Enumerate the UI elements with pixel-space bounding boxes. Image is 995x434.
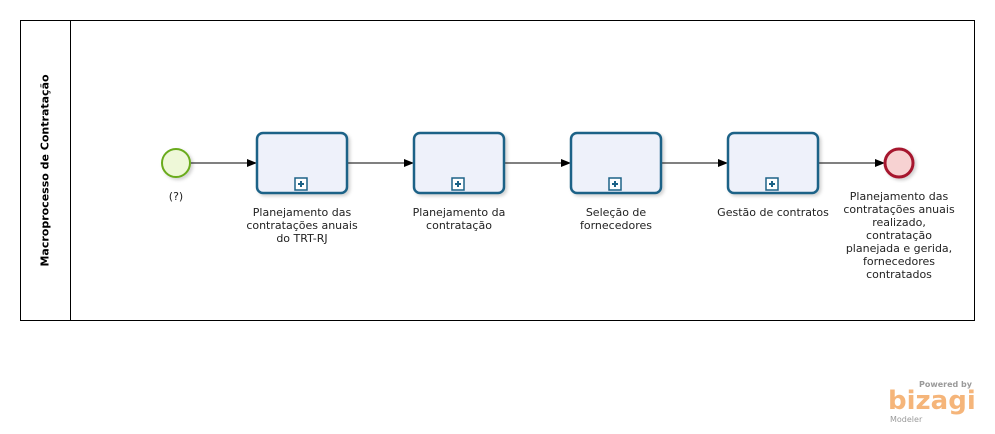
task-4[interactable]: [726, 131, 820, 195]
task-4-label: Gestão de contratos: [717, 206, 829, 219]
end-event-label: Planejamento das contratações anuais rea…: [843, 190, 955, 281]
bizagi-logo: bizagi: [888, 386, 976, 416]
task-3-label: Seleção de fornecedores: [580, 206, 652, 232]
pool-label-container: Macroprocesso de Contratação: [25, 20, 65, 320]
task-1-label: Planejamento das contratações anuais do …: [246, 206, 358, 245]
bizagi-branding: Powered by bizagi Modeler: [880, 380, 980, 428]
task-2-label: Planejamento da contratação: [412, 206, 506, 232]
start-event-label: (?): [168, 190, 184, 203]
task-2[interactable]: [412, 131, 506, 195]
powered-by-text: Powered by: [919, 380, 972, 389]
task-1[interactable]: [255, 131, 349, 195]
start-event[interactable]: [161, 148, 191, 178]
task-3[interactable]: [569, 131, 663, 195]
end-event[interactable]: [883, 147, 915, 179]
pool-label: Macroprocesso de Contratação: [38, 73, 52, 267]
modeler-text: Modeler: [890, 415, 923, 424]
